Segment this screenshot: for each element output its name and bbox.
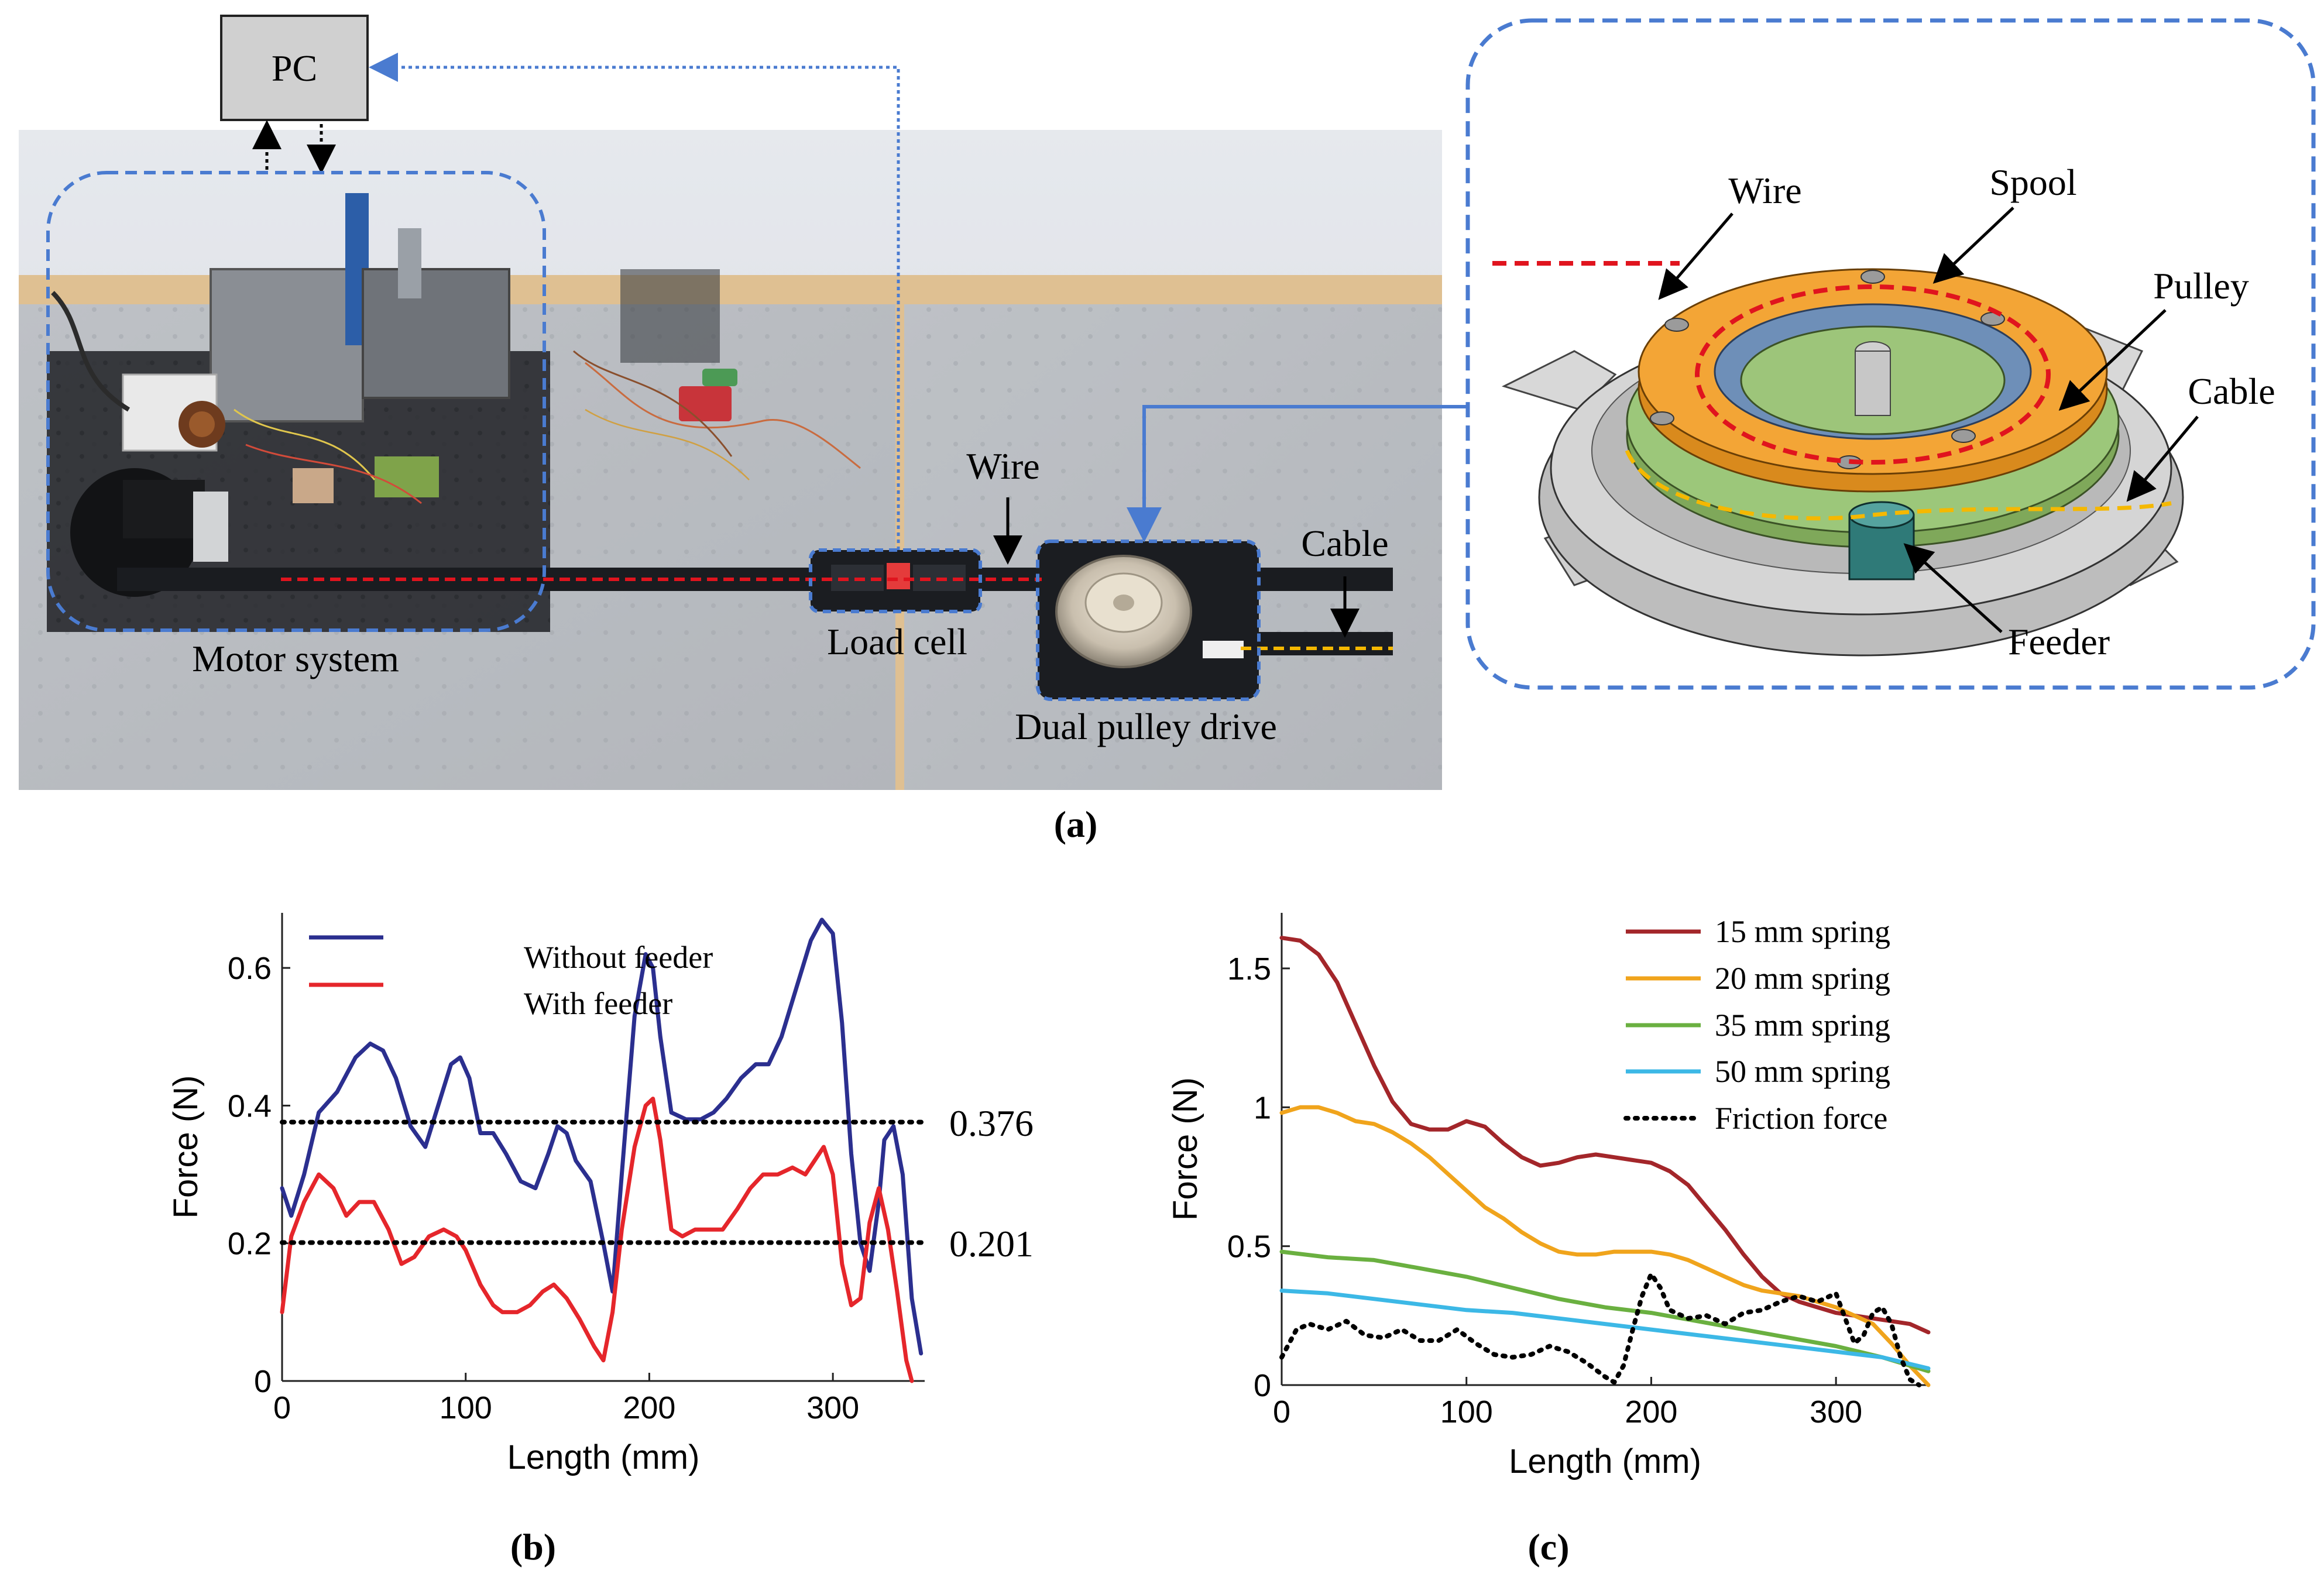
wire-label-photo: Wire <box>966 445 1039 487</box>
chart-b-y-tick-label: 0.2 <box>228 1226 272 1262</box>
chart-c-series-35-mm-spring <box>1279 1249 1931 1373</box>
chart-b-y-tick-label: 0.4 <box>228 1088 272 1124</box>
cable-label-photo: Cable <box>1301 523 1388 564</box>
legend-c-1-label: 15 mm spring <box>1715 914 1890 949</box>
legend-c-3-label: 35 mm spring <box>1715 1008 1890 1043</box>
chart-c-x-axis-title: Length (mm) <box>1509 1442 1701 1480</box>
legend-c-5-label: Friction force <box>1715 1101 1887 1136</box>
chart-b-series-without-feeder <box>280 918 924 1356</box>
chart-c-y-tick-label: 1 <box>1254 1090 1271 1125</box>
chart-c-y-tick-label: 0 <box>1254 1368 1271 1403</box>
motor-system-label: Motor system <box>192 638 399 679</box>
driver-board-red <box>679 386 732 421</box>
cad-connector-arrow <box>1127 405 1468 542</box>
feeder-arrow-cad <box>1903 543 2003 633</box>
cable-cad <box>1625 449 2172 521</box>
caption-a: (a) <box>1054 803 1098 845</box>
chart-c-x-tick-label: 300 <box>1810 1394 1862 1430</box>
pc-label: PC <box>272 47 317 89</box>
chart-c-series-15-mm-spring <box>1279 936 1931 1335</box>
cable-arrow-cad <box>2126 415 2199 502</box>
caption-c: (c) <box>1527 1526 1569 1568</box>
legend-c-2-label: 20 mm spring <box>1715 961 1890 996</box>
chart-b-x-tick-label: 200 <box>623 1390 675 1425</box>
load-cell-frame <box>809 548 982 613</box>
load-cell-label: Load cell <box>827 621 967 662</box>
motor-system-frame <box>46 171 546 632</box>
chart-c-x-tick-label: 100 <box>1440 1394 1493 1430</box>
chart-b-y-tick-label: 0.6 <box>228 951 272 986</box>
pc-box: PC <box>220 15 369 121</box>
chart-b-x-axis-title: Length (mm) <box>507 1438 700 1476</box>
chart-c-series-50-mm-spring <box>1279 1289 1931 1370</box>
housing-flange <box>1501 350 1617 411</box>
reference-label-0376: 0.376 <box>949 1102 1034 1144</box>
spool-label-cad: Spool <box>1989 162 2076 203</box>
chart-b-x-tick-label: 300 <box>806 1390 859 1425</box>
chart-b-y-tick-label: 0 <box>254 1364 272 1399</box>
feeder-label-cad: Feeder <box>2008 621 2110 662</box>
chart-b-x-tick-label: 0 <box>273 1390 291 1425</box>
reference-label-0201: 0.201 <box>949 1223 1034 1265</box>
chart-b-y-axis-title: Force (N) <box>167 1076 205 1219</box>
cable-label-cad: Cable <box>2188 370 2275 412</box>
chart-c-series-friction-force <box>1279 1272 1922 1387</box>
legend-b-1-label: Without feeder <box>524 940 713 975</box>
dual-pulley-drive-label: Dual pulley drive <box>1015 706 1277 747</box>
spool-arrow-cad <box>1932 207 2014 284</box>
cad-drawing <box>1492 261 2184 657</box>
chart-c-x-tick-label: 200 <box>1625 1394 1677 1430</box>
legend-c-4-label: 50 mm spring <box>1715 1054 1890 1089</box>
dual-pulley-drive-photo <box>1038 541 1259 699</box>
pulley-label-cad: Pulley <box>2153 265 2249 307</box>
setup-photo <box>19 130 1442 790</box>
cable-track-plate <box>1252 632 1393 655</box>
terminal-green <box>702 369 737 386</box>
chart-c-x-tick-label: 0 <box>1273 1394 1290 1430</box>
chart-c-y-tick-label: 1.5 <box>1227 951 1271 987</box>
legend-b-2-label: With feeder <box>524 986 672 1021</box>
chart-b-series-with-feeder <box>280 1097 914 1383</box>
chart-c-y-axis-title: Force (N) <box>1166 1077 1204 1221</box>
wire-label-cad: Wire <box>1728 170 1801 211</box>
pulley-drive-frame <box>1036 540 1261 701</box>
loadcell-to-pc-arrow <box>369 53 900 550</box>
chart-b-x-tick-label: 100 <box>440 1390 492 1425</box>
caption-b: (b) <box>510 1526 556 1568</box>
back-plate <box>620 269 720 363</box>
wire-arrow-cad <box>1658 212 1733 300</box>
pulley-arrow-cad <box>2058 309 2167 411</box>
chart-c-y-tick-label: 0.5 <box>1227 1229 1271 1265</box>
